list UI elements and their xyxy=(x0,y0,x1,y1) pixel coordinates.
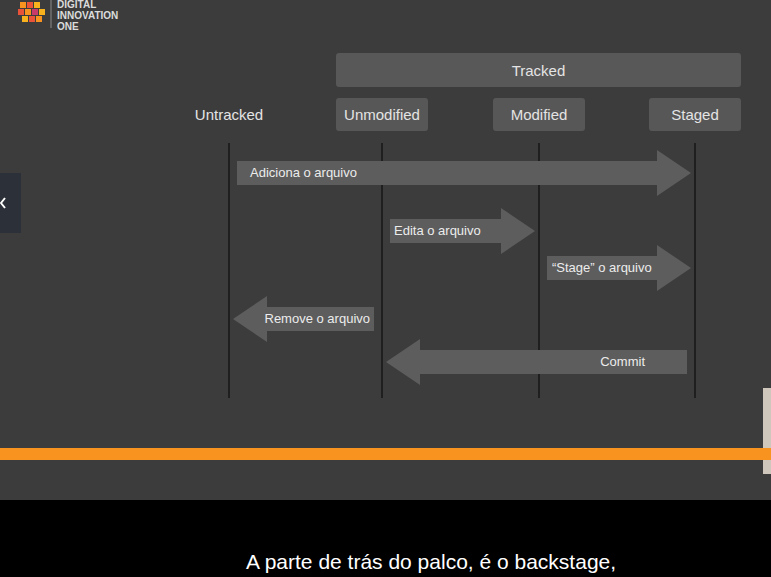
presenter-strip xyxy=(763,388,771,474)
lifeline xyxy=(228,143,230,398)
state-name: Unmodified xyxy=(344,106,420,123)
nav-chevron xyxy=(1,198,5,208)
arrow-label: Adiciona o arquivo xyxy=(250,165,357,181)
state-header: Unmodified xyxy=(336,98,428,131)
flow-arrow xyxy=(386,339,687,385)
arrow-label: “Stage” o arquivo xyxy=(552,260,652,276)
lifelines xyxy=(229,143,695,398)
state-name: Staged xyxy=(671,106,719,123)
logo-cube xyxy=(22,16,28,22)
arrow-label: Edita o arquivo xyxy=(394,223,481,239)
state-name: Modified xyxy=(511,106,568,123)
flow-arrow xyxy=(547,245,691,291)
logo-separator xyxy=(51,0,52,28)
subtitle-ground xyxy=(0,500,771,577)
logo-cube xyxy=(34,2,40,8)
flow-arrow xyxy=(390,208,535,254)
logo-text: DIGITAL INNOVATION ONE xyxy=(57,0,137,32)
state-name: Untracked xyxy=(195,106,263,123)
logo-cubes xyxy=(18,2,45,22)
subtitle: A parte de trás do palco, é o backstage, xyxy=(243,549,619,575)
flow-arrow xyxy=(237,150,691,196)
logo-cube xyxy=(39,9,45,15)
logo-cube xyxy=(18,9,24,15)
slide-ground xyxy=(0,0,771,500)
nav-button xyxy=(0,173,21,233)
logo-cube xyxy=(20,2,26,8)
logo-cube xyxy=(29,16,35,22)
lifeline xyxy=(694,143,696,398)
logo-cube xyxy=(25,9,31,15)
state-header: Modified xyxy=(493,98,585,131)
group-band: Tracked xyxy=(336,53,741,87)
state-header: Untracked xyxy=(187,98,272,131)
logo-cube xyxy=(36,16,42,22)
logo-cube xyxy=(27,2,33,8)
flow-arrow xyxy=(233,296,374,342)
logo-cube xyxy=(32,9,38,15)
orange-bar xyxy=(0,448,771,460)
arrow-label: Remove o arquivo xyxy=(265,311,371,327)
state-name: Tracked xyxy=(512,62,566,79)
arrow-label: Commit xyxy=(600,354,645,370)
state-header: Staged xyxy=(649,98,741,131)
